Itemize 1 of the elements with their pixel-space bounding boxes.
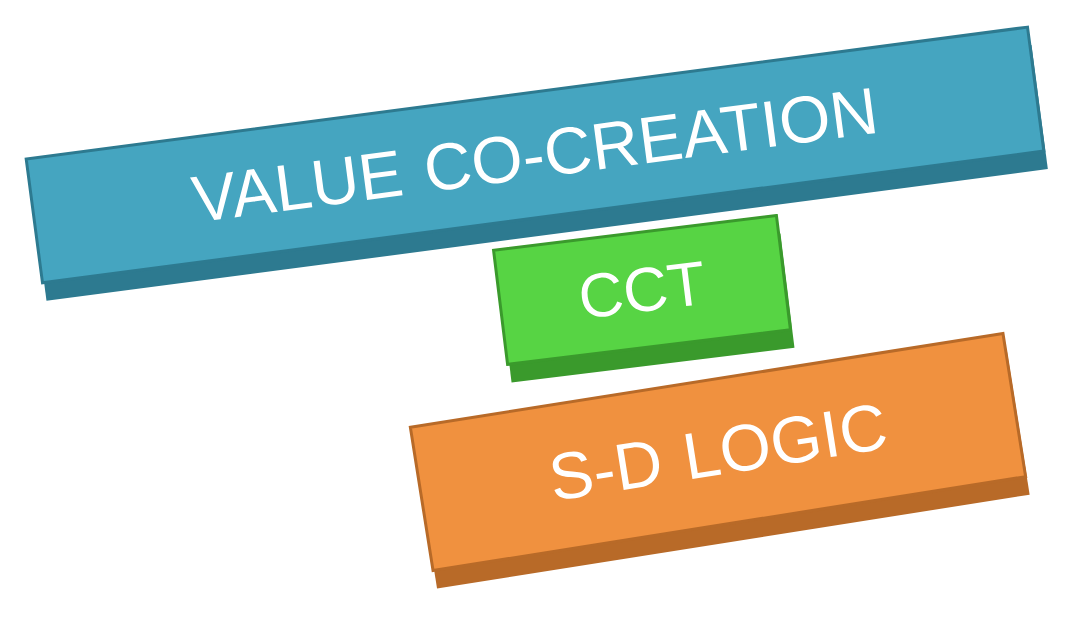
text-block: S-D LOGIC	[408, 331, 1030, 589]
